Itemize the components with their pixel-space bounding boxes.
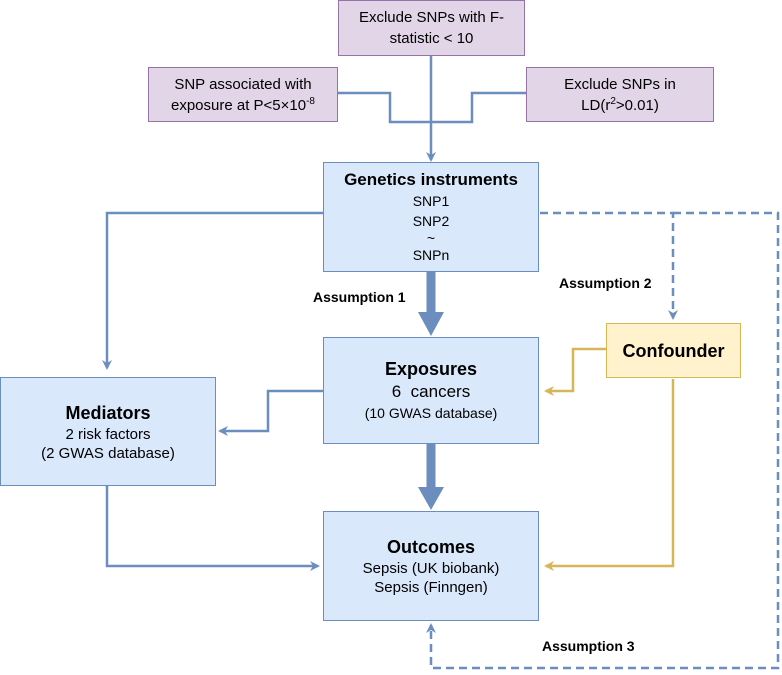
outcomes-box: Outcomes Sepsis (UK biobank) Sepsis (Fin… (323, 511, 539, 621)
confounder-box: Confounder (606, 323, 741, 378)
mediators-box: Mediators 2 risk factors (2 GWAS databas… (0, 377, 216, 486)
confounder-title: Confounder (622, 340, 725, 361)
arrow-instruments-to-exposures (418, 312, 444, 336)
exposures-box: Exposures 6 cancers (10 GWAS database) (323, 337, 539, 444)
fstat-criterion-box: Exclude SNPs with F- statistic < 10 (338, 0, 525, 56)
fstat-line1: Exclude SNPs with F- (358, 9, 505, 26)
exposures-source: (10 GWAS database) (364, 405, 498, 421)
edge-confounder-to-outcomes (544, 379, 675, 571)
instruments-item: ~ (426, 230, 436, 246)
ld-exponent: 2 (610, 95, 616, 107)
outcomes-title: Outcomes (386, 537, 476, 557)
instruments-title: Genetics instruments (344, 170, 518, 189)
mediators-count: 2 risk factors (65, 425, 151, 443)
pvalue-criterion-box: SNP associated with exposure at P<5×10-8 (148, 67, 338, 122)
fstat-line2: statistic < 10 (389, 30, 474, 47)
instruments-item: SNP1 (412, 193, 450, 209)
edge-exposures-to-mediators (218, 389, 323, 436)
edge-confounder-to-exposures (544, 347, 606, 396)
exposures-title: Exposures (384, 359, 478, 379)
assumption-1-label: Assumption 1 (313, 289, 406, 305)
assumption-2-label: Assumption 2 (559, 275, 652, 291)
outcome-uk-biobank: Sepsis (UK biobank) (362, 560, 500, 577)
edge-pvalue-to-instruments (338, 91, 431, 124)
pvalue-line2: exposure at P<5×10-8 (171, 95, 315, 116)
mediators-source: (2 GWAS database) (41, 444, 175, 462)
edge-instruments-to-outcomes-dashed (426, 211, 780, 670)
instruments-box: Genetics instruments SNP1 SNP2 ~ SNPn (323, 162, 539, 272)
ld-line1: Exclude SNPs in (564, 75, 676, 93)
edge-instruments-to-mediators (102, 211, 323, 370)
exposures-count: 6 cancers (391, 382, 471, 401)
pvalue-line2-main: exposure at P<5×10 (170, 96, 307, 114)
ld-line2-post: >0.01) (615, 96, 659, 114)
edge-mediators-to-outcomes (105, 485, 320, 571)
ld-line2-pre: LD(r (581, 96, 611, 114)
outcome-finngen: Sepsis (Finngen) (374, 579, 488, 596)
pvalue-exponent: -8 (306, 95, 315, 107)
edge-ld-to-instruments (431, 91, 526, 124)
assumption-3-label: Assumption 3 (542, 638, 635, 654)
arrow-exposures-to-outcomes (418, 487, 444, 510)
ld-line2: LD(r2>0.01) (581, 95, 659, 116)
pvalue-line1: SNP associated with (174, 75, 312, 93)
instruments-item: SNP2 (412, 213, 450, 229)
ld-criterion-box: Exclude SNPs in LD(r2>0.01) (526, 67, 714, 122)
instruments-item: SNPn (412, 247, 450, 263)
edge-instruments-to-confounder-dashed (540, 211, 678, 320)
mediators-title: Mediators (65, 402, 151, 423)
